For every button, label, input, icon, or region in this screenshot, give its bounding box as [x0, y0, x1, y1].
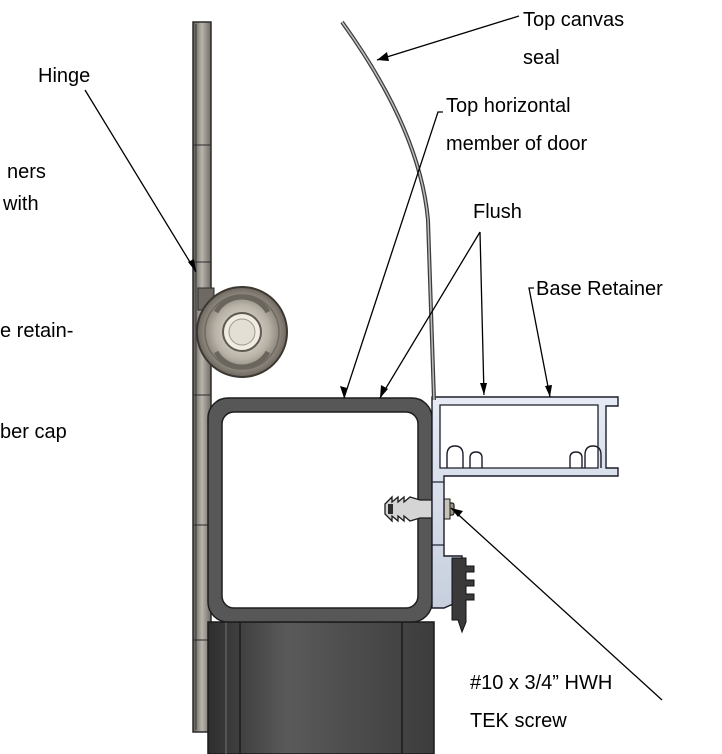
label-top-horizontal-line2: member of door: [446, 133, 588, 155]
label-top-horizontal-line1: Top horizontal: [446, 95, 571, 117]
base-retainer-leader: [528, 287, 551, 398]
hinge-plate: [192, 21, 212, 733]
screw-leader: [450, 507, 663, 701]
seal-arrowhead: [377, 52, 389, 61]
base-retainer-arrowhead: [545, 385, 552, 397]
label-cut-off-1: ners: [7, 161, 46, 183]
flush-leader-left: [379, 231, 481, 399]
flush-arrowhead-right: [480, 383, 487, 395]
leader-lines: [84, 15, 663, 701]
label-hinge: Hinge: [38, 65, 90, 87]
label-top-canvas-seal-line2: seal: [523, 47, 560, 69]
hinge-leader: [84, 89, 197, 273]
seal-clip: [451, 557, 475, 634]
label-cut-off-3: e retain-: [0, 320, 73, 342]
top-horizontal-leader: [343, 111, 443, 399]
base-retainer: [431, 396, 619, 609]
label-screw-line2: TEK screw: [470, 710, 567, 732]
label-screw-line1: #10 x 3/4” HWH: [470, 672, 612, 694]
top-horizontal-arrowhead: [340, 386, 347, 398]
top-canvas-seal-leader: [376, 15, 520, 61]
label-flush: Flush: [473, 201, 522, 223]
arrowheads: [188, 52, 552, 517]
hinge-arrowhead: [188, 259, 196, 272]
top-canvas-seal: [340, 20, 436, 401]
label-cut-off-4: ber cap: [0, 421, 67, 443]
label-top-canvas-seal-line1: Top canvas: [523, 9, 624, 31]
roller-wheel: [196, 286, 288, 378]
flush-arrowhead-left: [380, 385, 388, 398]
label-base-retainer: Base Retainer: [536, 278, 663, 300]
flush-leader-right: [479, 231, 485, 396]
lower-post: [207, 621, 435, 754]
screw-arrowhead: [451, 508, 463, 517]
label-cut-off-2: with: [2, 193, 39, 215]
